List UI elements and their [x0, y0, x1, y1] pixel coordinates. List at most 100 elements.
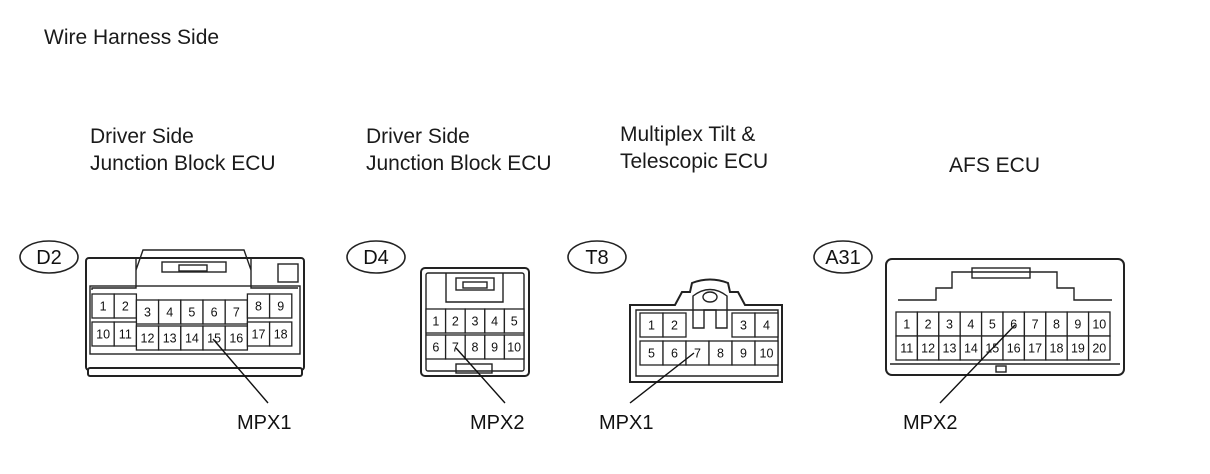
connector-d2-pin-1: 1 [100, 300, 107, 314]
connector-d4-name-line-2: Junction Block ECU [366, 152, 552, 175]
connector-d2-pin-9: 9 [277, 300, 284, 314]
connector-a31-tag-text: A31 [825, 247, 861, 269]
connector-d2-pin-6: 6 [211, 306, 218, 320]
connector-t8-name-line-1: Multiplex Tilt & [620, 123, 756, 146]
connector-d4-pin-10: 10 [507, 341, 521, 355]
connector-t8-callout: MPX1 [599, 412, 653, 434]
connector-d2-name-line-1: Driver Side [90, 125, 194, 148]
connector-t8-pin-2-cell [662, 312, 687, 338]
connector-d2-name-line-2: Junction Block ECU [90, 152, 276, 175]
connector-a31-pin-13: 13 [943, 342, 957, 356]
diagram-title: Wire Harness Side [44, 26, 220, 49]
connector-d2-pin-17: 17 [252, 328, 266, 342]
connector-t8-pin-2: 2 [671, 319, 678, 333]
connector-d2-pin-13: 13 [163, 332, 177, 346]
connector-d2-pin-14: 14 [185, 332, 199, 346]
connector-d2-pin-5: 5 [188, 306, 195, 320]
connector-t8-pin-8: 8 [717, 347, 724, 361]
connector-a31-pin-20: 20 [1092, 342, 1106, 356]
connector-d2-pin-3: 3 [144, 306, 151, 320]
connector-d2-pin-18: 18 [274, 328, 288, 342]
connector-t8-pin-4-cell [754, 312, 779, 338]
connector-d4-name-line-1: Driver Side [366, 125, 470, 148]
connector-a31-pin-18: 18 [1050, 342, 1064, 356]
connector-t8: T8 1 2 3 4 5 6 7 8 9 10 [567, 240, 783, 383]
connector-d4-pin-5-cell [503, 308, 525, 334]
connector-d4-tag-oval [346, 240, 406, 274]
connector-d4-tag-text: D4 [363, 247, 389, 269]
connector-d2-pin-9-cell [268, 293, 293, 319]
connector-d4-leader-line [455, 347, 506, 404]
connector-t8-pin-6: 6 [671, 347, 678, 361]
connector-t8-leader-line [629, 352, 695, 404]
connector-t8-pin-5: 5 [648, 347, 655, 361]
connector-t8-pin-1: 1 [648, 319, 655, 333]
connector-d2-tag-text: D2 [36, 247, 62, 269]
connector-d2-pin-10: 10 [96, 328, 110, 342]
connector-a31-pin-14: 14 [964, 342, 978, 356]
connector-t8-pins: 1 2 3 4 5 6 7 8 9 10 [639, 312, 779, 366]
connector-d4-pin-4: 4 [491, 315, 498, 329]
connector-a31-callout: MPX2 [903, 412, 957, 434]
connector-d2-pin-18-cell [268, 321, 293, 347]
connector-d4-pin-1: 1 [432, 315, 439, 329]
connector-a31-tag: A31 [813, 240, 873, 274]
connector-a31-pin-20-cell [1087, 335, 1111, 361]
connector-a31-pin-11: 11 [900, 342, 913, 356]
connector-d2-callout: MPX1 [237, 412, 291, 434]
connector-d2-pin-11: 11 [119, 328, 132, 342]
connector-a31-pin-3: 3 [946, 318, 953, 332]
connector-t8-pin-10-cell [754, 340, 779, 366]
connector-t8-name-line-2: Telescopic ECU [620, 150, 769, 173]
connector-d2-pin-8: 8 [255, 300, 262, 314]
connector-t8-pin-10: 10 [760, 347, 774, 361]
connector-a31-pin-1: 1 [903, 318, 910, 332]
connector-d2-pin-12: 12 [141, 332, 155, 346]
connector-d4-pin-2: 2 [452, 315, 459, 329]
connector-d4-pin-9: 9 [491, 341, 498, 355]
connector-a31-tag-oval [813, 240, 873, 274]
connector-a31-pin-2: 2 [925, 318, 932, 332]
connector-d2-pin-15: 15 [207, 332, 221, 346]
connector-t8-pin-4: 4 [763, 319, 770, 333]
connector-a31-pin-19: 19 [1071, 342, 1085, 356]
connector-d4-pin-8: 8 [472, 341, 479, 355]
connector-d4-pin-10-cell [503, 334, 525, 360]
connector-d4-pin-3: 3 [472, 315, 479, 329]
connector-a31-pin-17: 17 [1028, 342, 1042, 356]
connector-t8-tag-text: T8 [585, 247, 608, 269]
connector-a31-pin-10: 10 [1092, 318, 1106, 332]
connector-a31-pin-6: 6 [1010, 318, 1017, 332]
connector-d4-pin-7: 7 [452, 341, 459, 355]
connector-t8-tag-oval [567, 240, 627, 274]
connector-t8-pin-9: 9 [740, 347, 747, 361]
connector-d2-leader-line [212, 338, 269, 404]
connector-a31-pin-16: 16 [1007, 342, 1021, 356]
connector-a31-pin-5: 5 [989, 318, 996, 332]
connector-d2-pin-4: 4 [166, 306, 173, 320]
connector-t8-tag: T8 [567, 240, 627, 274]
connector-d2-pin-2: 2 [122, 300, 129, 314]
connector-a31-pin-9: 9 [1074, 318, 1081, 332]
connector-d4-callout: MPX2 [470, 412, 524, 434]
connector-t8-pin-7: 7 [694, 347, 701, 361]
connector-a31-leader-line [939, 324, 1016, 404]
connector-a31-name: AFS ECU [949, 154, 1041, 177]
connector-d2-tag: D2 [19, 240, 79, 274]
connector-a31-pin-12: 12 [921, 342, 935, 356]
connector-d2-pin-7: 7 [233, 306, 240, 320]
connector-a31-pin-4: 4 [967, 318, 974, 332]
connector-t8-pin-3: 3 [740, 319, 747, 333]
connector-d2-pin-16: 16 [229, 332, 243, 346]
connector-d2-tag-oval [19, 240, 79, 274]
connector-a31-pin-8: 8 [1053, 318, 1060, 332]
connector-d4-pin-5: 5 [511, 315, 518, 329]
connector-d4-pin-6: 6 [432, 341, 439, 355]
